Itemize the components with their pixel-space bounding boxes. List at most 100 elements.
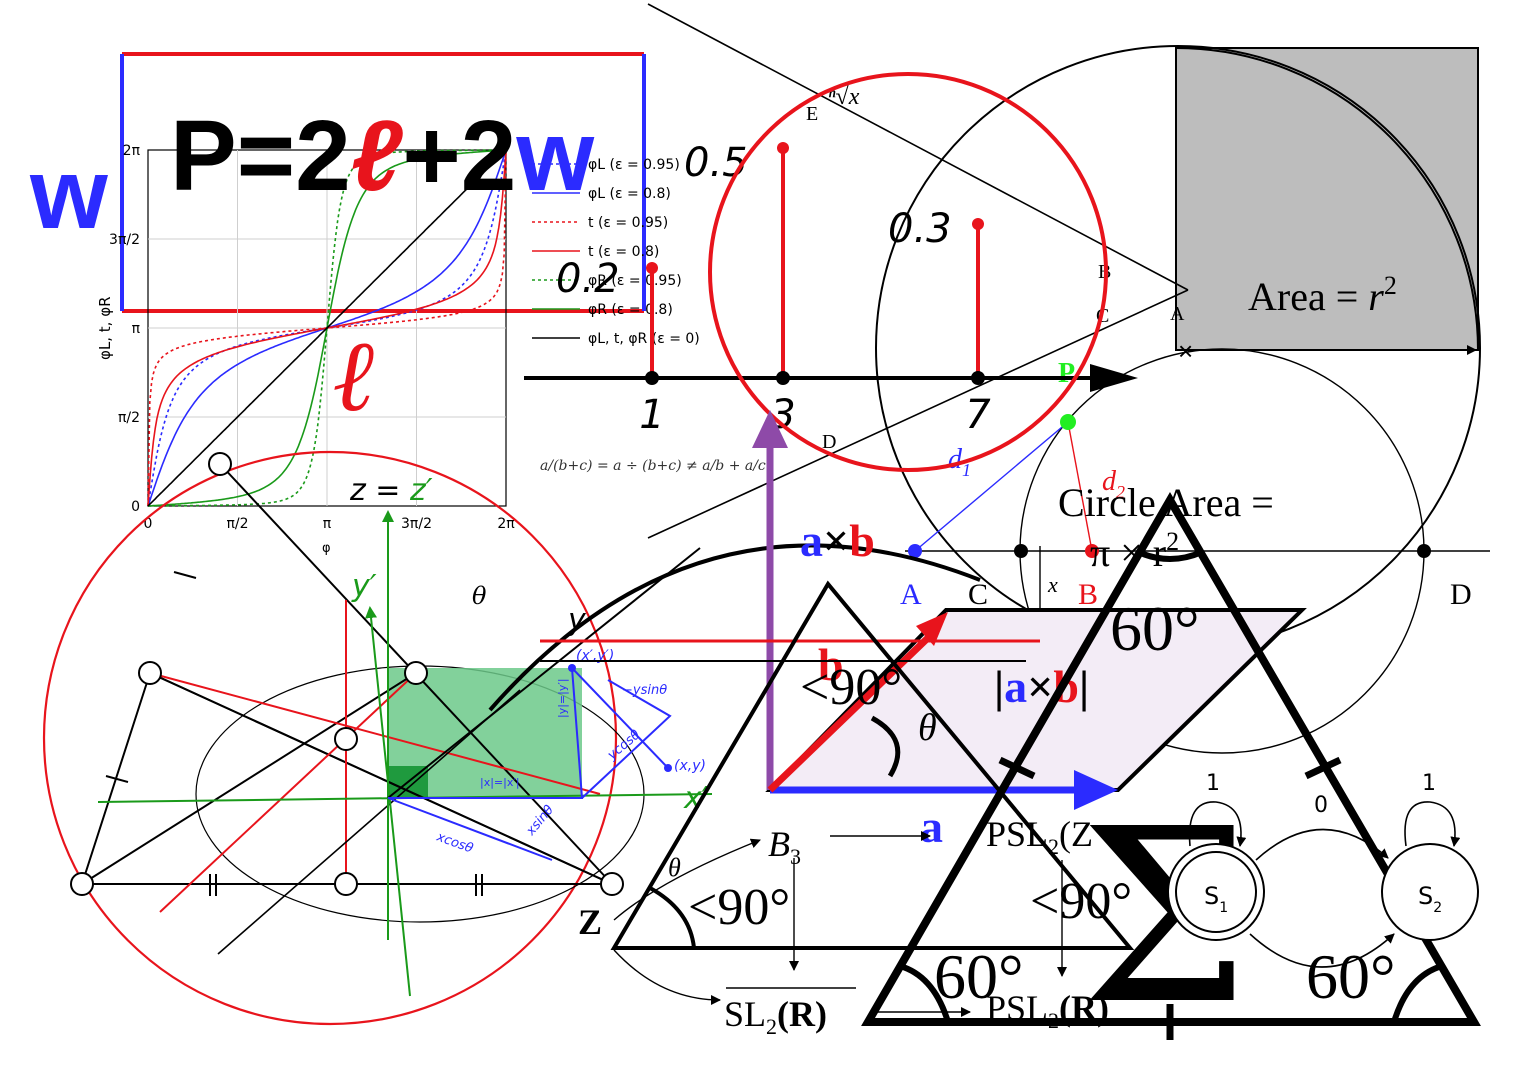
- point-xy: [664, 764, 672, 772]
- quarter-arc: [1175, 47, 1479, 351]
- point-B: [1085, 544, 1099, 558]
- legend-label: φL (ε = 0.8): [588, 186, 671, 202]
- stem-value-label: 0.2: [556, 256, 620, 302]
- y-tick-label: 2π: [123, 143, 141, 159]
- arrow-Z-B3: [613, 838, 761, 921]
- label-transition: 0: [1314, 793, 1328, 818]
- square-area-label: Area = r2: [1248, 271, 1397, 319]
- label-z-eq: z = z′: [349, 473, 433, 508]
- label-A: A: [1170, 303, 1185, 325]
- label-line-C: C: [968, 578, 988, 611]
- y-tick-label: π: [132, 321, 141, 337]
- label-60-left: 60°: [934, 941, 1024, 1012]
- loop-s1: [1188, 801, 1247, 847]
- label-PSL2Z: PSL2(Z: [986, 814, 1093, 859]
- label-loop-right: 1: [1422, 771, 1436, 796]
- label-xcos: xcosθ: [434, 829, 475, 856]
- blue-to-xy: [571, 667, 669, 769]
- y-tick-label: 3π/2: [109, 232, 140, 248]
- chart-legend: φL (ε = 0.95)φL (ε = 0.8)t (ε = 0.95)t (…: [532, 157, 700, 347]
- label-line-A: A: [900, 578, 922, 611]
- node-bottom-left: [70, 872, 94, 896]
- node-left: [138, 661, 162, 685]
- x-tick-label: 3π/2: [401, 516, 432, 532]
- side-tick-right: [1304, 756, 1342, 780]
- red-line-3: [159, 672, 417, 913]
- point-xpyp: [568, 664, 576, 672]
- label-abs-x: |x|=|x′|: [480, 776, 520, 789]
- label-a-cross-b: a×b: [800, 515, 875, 566]
- triangle-median: [149, 672, 613, 885]
- legend-label: φL (ε = 0.95): [588, 157, 680, 173]
- label-s1: S1: [1204, 882, 1228, 916]
- label-line-D: D: [1450, 578, 1472, 611]
- x-tick-label: 0: [144, 516, 153, 532]
- label-theta-left: θ: [668, 853, 681, 882]
- label-theta-rotation: θ: [472, 582, 487, 610]
- label-xy: (x,y): [674, 758, 706, 774]
- stem-head: [972, 218, 984, 230]
- top-angle-arc: [1136, 549, 1204, 562]
- stem-x-label: 1: [639, 392, 664, 438]
- right-angle-arc: [1391, 963, 1443, 1023]
- label-x: x: [1047, 572, 1058, 597]
- chart-curves: [147, 149, 507, 507]
- stem-base: [971, 371, 985, 385]
- d2-segment: [1067, 421, 1093, 552]
- label-line-B: B: [1078, 578, 1098, 611]
- y-tick-label: 0: [131, 499, 140, 515]
- y-rotated-axis: [387, 547, 701, 799]
- rotation-green-area: [388, 668, 582, 798]
- legend-label: t (ε = 0.95): [588, 215, 668, 231]
- label-vec-a: a: [920, 801, 943, 852]
- stem-x-label: 7: [965, 392, 991, 438]
- x-tick-label: π/2: [226, 516, 248, 532]
- acute-triangle: [610, 580, 1135, 950]
- legend-label: φL, t, φR (ε = 0): [588, 331, 700, 347]
- label-PSL2R: PSL2(R): [986, 988, 1109, 1033]
- legend-label: φR (ε = 0.8): [588, 302, 673, 318]
- loop-s2: [1404, 801, 1461, 847]
- stem-head: [646, 262, 658, 274]
- x-tick-label: π: [323, 516, 332, 532]
- stem-base: [645, 371, 659, 385]
- label-d2: d2: [1102, 466, 1125, 502]
- label-loop-left: 1: [1206, 771, 1220, 796]
- label-D: D: [822, 431, 836, 453]
- y-tick-label: π/2: [118, 410, 140, 426]
- tick-mark: [105, 775, 129, 783]
- label-theta-cross: θ: [918, 707, 937, 749]
- tick-x-mark: ×: [1178, 336, 1193, 366]
- label-y-prime: y′: [351, 569, 377, 604]
- side-w-label: w: [29, 138, 108, 250]
- big-red-circle: [42, 450, 618, 1026]
- label-neg-ysin: −ysinθ: [622, 683, 667, 698]
- label-vec-b: b: [818, 639, 844, 690]
- point-A: [908, 544, 922, 558]
- node-top: [208, 452, 232, 476]
- x-tick-label: 2π: [497, 516, 515, 532]
- stem-value-label: 0.5: [684, 140, 748, 186]
- blue-ysin: [581, 679, 672, 799]
- label-lt90-mid: <90°: [800, 659, 902, 716]
- stem-head: [777, 142, 789, 154]
- equilateral-triangle: 60° 60° 60°: [861, 492, 1481, 1040]
- point-D: [1417, 544, 1431, 558]
- acute-angle-arc: [649, 886, 696, 949]
- legend-label: φR (ε = 0.95): [588, 273, 682, 289]
- exact-sequence: B3 PSL2(Z Z SL2(R) PSL2(R): [578, 814, 1109, 1039]
- chart-y-axis-label: φL, t, φR: [96, 296, 114, 360]
- side-tick-left: [998, 756, 1036, 780]
- node-mid: [334, 727, 358, 751]
- label-SL2R: SL2(R): [724, 994, 827, 1039]
- label-B3: B3: [768, 824, 801, 869]
- red-line-1: [149, 672, 601, 795]
- stem-plot: 10.230.570.3: [524, 140, 1138, 438]
- secant-line-1: [647, 3, 1189, 291]
- tick-mark: [173, 571, 197, 579]
- area-square: [1175, 47, 1479, 351]
- d1-segment: [914, 421, 1069, 552]
- state-s2: [1381, 843, 1479, 941]
